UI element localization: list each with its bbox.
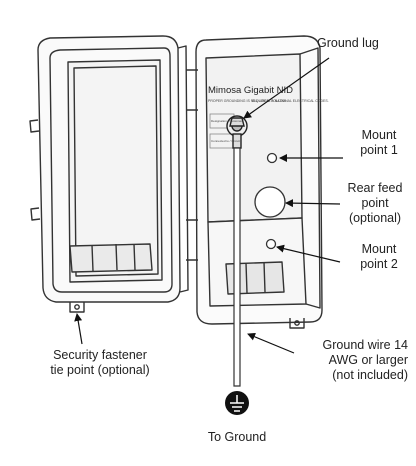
callout-ground-wire-line-1: Ground wire 14 [322,338,408,352]
warning-left-text: PROPER GROUNDING IS REQUIRED. FOLLOW [208,99,287,103]
device-title: Mimosa Gigabit NID [208,85,293,96]
field-1-label: Designation / Customer [211,119,242,123]
callout-mount-point-1-line-2: point 1 [360,143,398,157]
arrow-rear-feed [285,199,341,208]
arrow-mount-point-2 [276,244,341,263]
callout-rear-feed-line-3: (optional) [348,211,402,225]
callout-mount-point-2-line-2: point 2 [360,257,398,271]
callout-rear-feed-point: Rear feed point (optional) [338,181,412,226]
callout-to-ground: To Ground [207,430,267,444]
callout-ground-wire-line-3: (not included) [332,368,408,382]
callout-security-fastener-line-1: Security fastener [53,348,147,362]
ground-lug-icon [226,115,248,149]
callout-mount-point-2-line-1: Mount [361,242,397,256]
mount-hole-1-icon [266,152,278,164]
enclosure-door [29,35,189,313]
callout-ground-lug: Ground lug [317,36,379,50]
callout-mount-point-1-line-1: Mount [361,128,397,142]
callout-rear-feed-line-2: point [361,196,389,210]
ground-wire [233,147,241,387]
callout-mount-point-2: Mount point 2 [346,242,412,272]
arrow-security-fastener [74,313,83,345]
ground-symbol-icon [225,391,249,415]
arrow-ground-lug [243,57,330,119]
callout-ground-wire-line-2: AWG or larger [328,353,408,367]
arrow-ground-wire [247,332,295,354]
warning-right-text: ALL LOCAL & NATIONAL ELECTRICAL CODES. [252,99,329,103]
mount-hole-2-icon [265,238,277,250]
rear-feed-hole-icon [254,186,286,218]
enclosure-body [186,35,323,329]
callout-mount-point-1: Mount point 1 [346,128,412,158]
field-2-label: Connected to / Circuit [211,139,240,143]
callout-arrows [74,57,343,354]
callout-ground-wire: Ground wire 14 AWG or larger (not includ… [296,338,408,383]
callout-rear-feed-line-1: Rear feed [347,181,403,195]
callout-security-fastener: Security fastener tie point (optional) [30,348,170,378]
callout-security-fastener-line-2: tie point (optional) [50,363,150,377]
